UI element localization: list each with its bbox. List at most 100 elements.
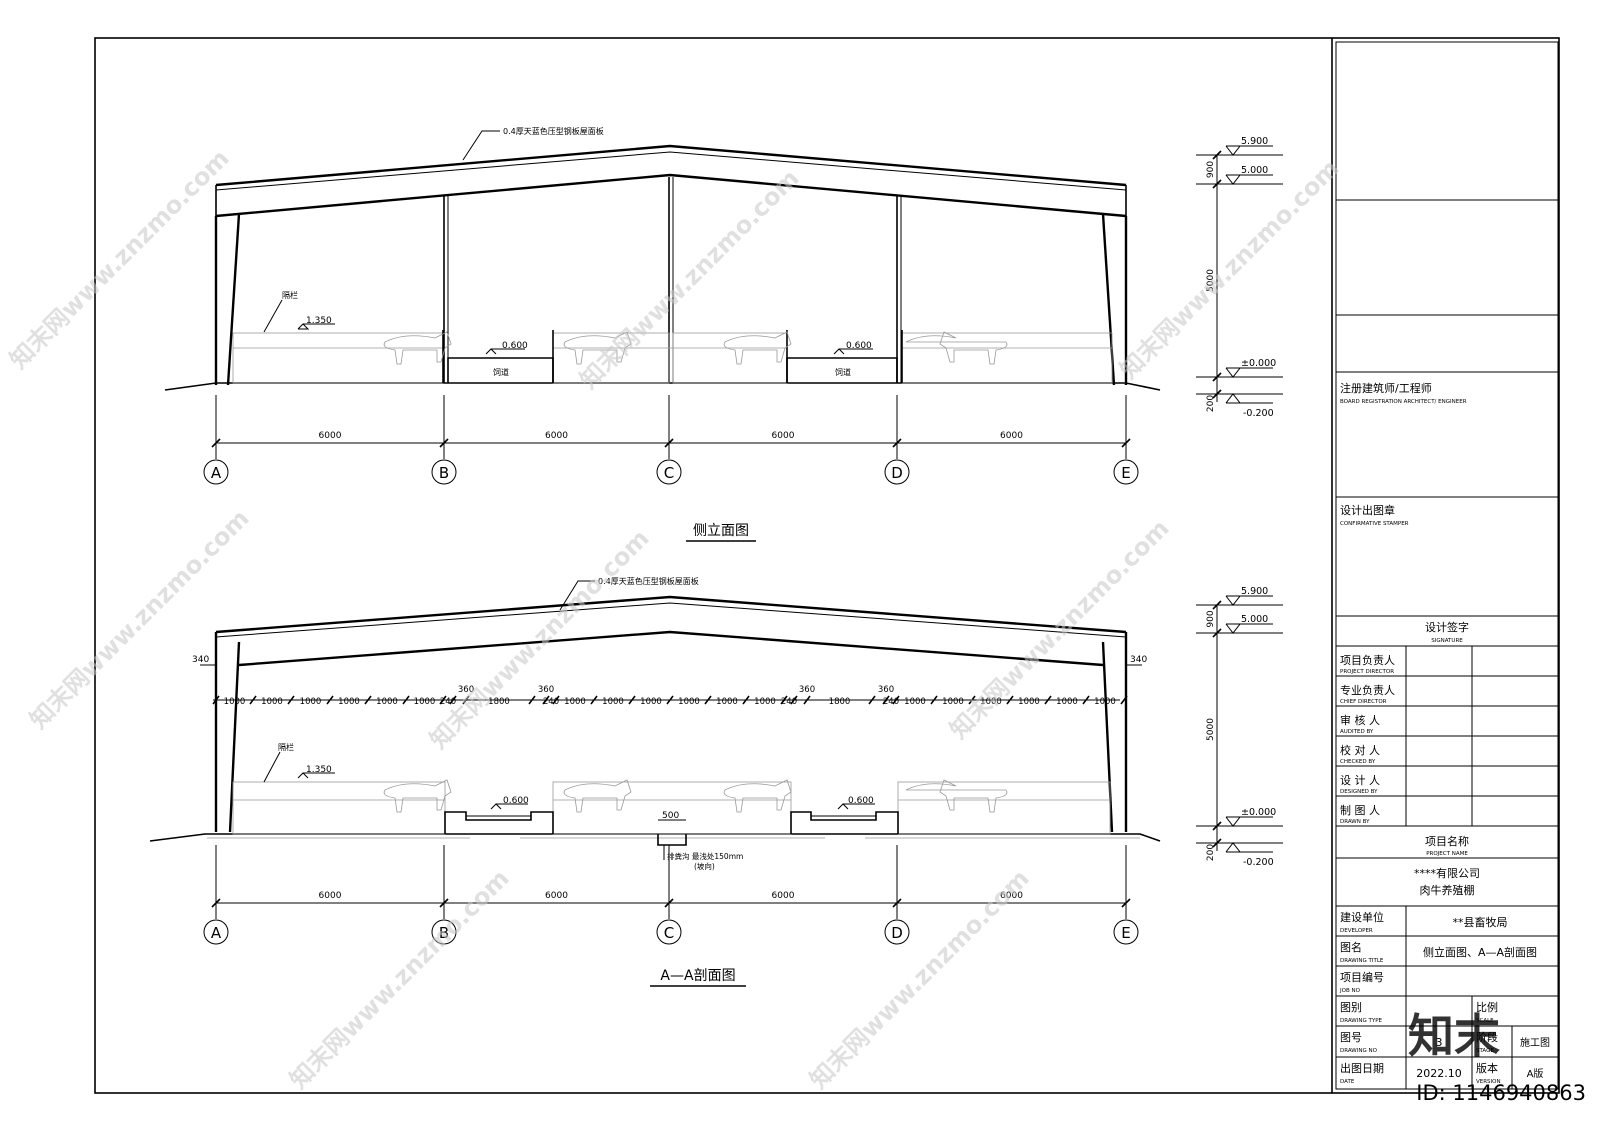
level-marker [1225, 367, 1242, 378]
role-label-en: CHECKED BY [1340, 759, 1376, 765]
vertical-dimension: 900 [1206, 610, 1216, 627]
stall-dimension: 1000 [640, 697, 662, 707]
section-level-feed-left: 0.600 [503, 796, 529, 806]
bay-dimension: 6000 [1000, 431, 1023, 441]
drawing-title-label-en: DRAWING TITLE [1340, 958, 1384, 964]
watermark-text: 知末网www.znzmo.com [574, 164, 804, 394]
date-label-en: DATE [1340, 1079, 1355, 1085]
role-label-en: DRAWN BY [1340, 819, 1370, 825]
role-label: 制 图 人 [1340, 804, 1380, 817]
section-fence-1 [232, 781, 446, 835]
bay-dimension: 6000 [772, 891, 795, 901]
stall-dimension: 240 [883, 697, 899, 707]
drawing-no-value: 3 [1436, 1036, 1443, 1049]
role-label-en: AUDITED BY [1340, 729, 1374, 735]
fence-bay-4 [901, 332, 1113, 384]
fence-bay-1 [232, 332, 444, 384]
axis-bubble [884, 919, 910, 945]
stamp-label: 设计出图章 [1340, 503, 1395, 517]
role-label: 设 计 人 [1340, 774, 1380, 787]
drain-channel [657, 834, 687, 846]
cattle-sketches [383, 331, 1008, 365]
sheet-border [94, 37, 1560, 1094]
company-name: ****有限公司 [1414, 866, 1480, 880]
level-value: -0.200 [1243, 408, 1274, 419]
axis-label: A [211, 464, 222, 482]
axis-label: D [891, 464, 903, 482]
axis-bubble [656, 919, 682, 945]
section-title: A—A剖面图 [660, 968, 735, 984]
section-trough-right [790, 811, 899, 834]
watermark-text: 知末网www.znzmo.com [804, 864, 1034, 1094]
architect-label-en: BOARD REGISTRATION ARCHITECT/ ENGINEER [1340, 399, 1467, 405]
stall-dimension: 1000 [414, 697, 436, 707]
level-value: 5.900 [1241, 586, 1268, 597]
stall-dimension: 1000 [564, 697, 586, 707]
stall-dimension: 1000 [224, 697, 246, 707]
section-fence-2 [552, 781, 792, 835]
signature-label-en: SIGNATURE [1431, 638, 1463, 644]
watermark-text: 知末网www.znzmo.com [1114, 154, 1344, 384]
section-cattle-sketches [383, 779, 1008, 813]
stall-dimension: 360 [799, 685, 815, 695]
role-label-en: CHIEF DIRECTOR [1340, 699, 1387, 705]
axis-bubble [1113, 459, 1139, 485]
job-no-label-en: JOB NO [1339, 988, 1361, 994]
role-label: 项目负责人 [1340, 653, 1395, 667]
signature-label: 设计签字 [1425, 620, 1469, 634]
level-marker [1225, 595, 1242, 606]
axis-label: A [211, 924, 222, 942]
axis-bubble [203, 459, 229, 485]
type-label: 图别 [1340, 1001, 1362, 1014]
stall-dimension: 1000 [716, 697, 738, 707]
level-marker [1225, 816, 1242, 827]
stall-dimension: 240 [781, 697, 797, 707]
watermark-text: 知末网www.znzmo.com [424, 524, 654, 754]
level-marker [1225, 174, 1242, 185]
drawing-title-value: 侧立面图、A—A剖面图 [1423, 945, 1537, 959]
edge-dim-left: 340 [192, 655, 209, 665]
elevation-level-fence: 1.350 [306, 316, 332, 326]
stall-dimension: 1000 [1094, 697, 1116, 707]
developer-label: 建设单位 [1340, 910, 1384, 924]
drawing-no-label-en: DRAWING NO [1340, 1048, 1378, 1054]
stall-dimension: 1000 [754, 697, 776, 707]
architect-label: 注册建筑师/工程师 [1340, 381, 1432, 395]
section-fence-3 [897, 781, 1111, 835]
level-value: ±0.000 [1241, 358, 1276, 369]
bay-dimension: 6000 [545, 891, 568, 901]
project-title: 肉牛养殖棚 [1420, 883, 1475, 897]
vertical-dimension: 900 [1206, 161, 1216, 178]
stall-dimension: 1000 [904, 697, 926, 707]
axis-label: E [1121, 464, 1130, 482]
stall-dimension: 1000 [602, 697, 624, 707]
axis-label: D [891, 924, 903, 942]
axis-label: C [664, 464, 674, 482]
developer-label-en: DEVELOPER [1340, 928, 1373, 934]
level-value: -0.200 [1243, 857, 1274, 868]
role-label-en: PROJECT DIRECTOR [1340, 669, 1394, 675]
elevation-roof-note: 0.4厚天蓝色压型钢板屋面板 [503, 126, 604, 136]
date-label: 出图日期 [1340, 1061, 1384, 1075]
level-marker [1225, 145, 1242, 156]
elevation-roof-beam [215, 173, 1127, 218]
vertical-dimension: 5000 [1206, 269, 1216, 292]
scale-label-en: SCALE [1476, 1018, 1494, 1024]
watermark-text: 知末网www.znzmo.com [4, 144, 234, 374]
stall-dimension: 360 [878, 685, 894, 695]
axis-label: B [439, 924, 449, 942]
stall-dimension: 1000 [678, 697, 700, 707]
project-name-label-en: PROJECT NAME [1426, 851, 1468, 857]
stall-dimension: 360 [538, 685, 554, 695]
level-marker [1225, 623, 1242, 634]
section-trough-left [444, 811, 554, 834]
section-roof-note: 0.4厚天蓝色压型钢板屋面板 [598, 576, 699, 586]
title-block-frame [1335, 41, 1559, 1090]
drain-note-slope: (坡向) [694, 861, 715, 871]
version-label: 版本 [1476, 1061, 1498, 1075]
